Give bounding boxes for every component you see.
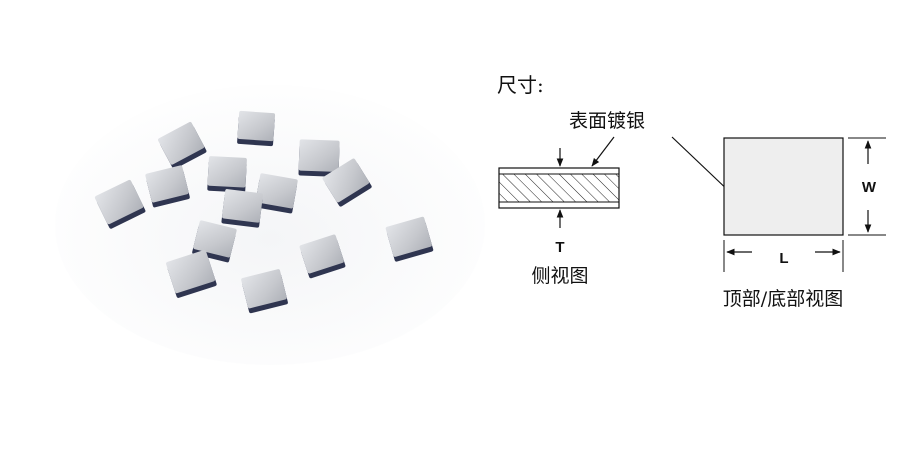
- photo-background: [55, 85, 485, 365]
- chip-photo: [55, 85, 485, 365]
- plating-arrow-side: [591, 136, 615, 167]
- chip: [299, 234, 346, 279]
- thickness-label: T: [555, 239, 564, 256]
- chip-group: [94, 110, 434, 314]
- chip: [166, 250, 217, 298]
- chip-top: [158, 122, 205, 165]
- plating-arrow-top: [671, 136, 734, 196]
- chip-top: [145, 165, 189, 203]
- chip-top: [207, 156, 247, 188]
- chip-top: [193, 220, 237, 258]
- top-view-square: [723, 137, 844, 236]
- chip-top: [299, 234, 344, 274]
- chip: [385, 216, 434, 262]
- side-view-caption: 侧视图: [531, 265, 588, 287]
- chip: [207, 156, 247, 193]
- chip-top: [322, 158, 369, 203]
- chip-top: [94, 179, 144, 225]
- top-view: W L 顶部/底部视图: [723, 137, 886, 310]
- chip: [254, 173, 298, 214]
- side-view: T 侧视图: [498, 148, 620, 287]
- chip: [241, 269, 288, 314]
- plating-label: 表面镀银: [569, 110, 645, 132]
- chip-top: [255, 173, 298, 209]
- top-view-caption: 顶部/底部视图: [723, 288, 843, 310]
- chip-top: [298, 139, 340, 172]
- chip: [221, 189, 263, 228]
- chip-top: [166, 250, 216, 294]
- chip-top: [222, 189, 263, 223]
- chip: [158, 122, 207, 170]
- chip: [145, 165, 190, 208]
- dimensions-title: 尺寸:: [497, 73, 544, 97]
- length-label: L: [779, 250, 788, 267]
- chip-top: [241, 269, 287, 309]
- side-view-hatch: [498, 173, 620, 203]
- width-label: W: [862, 179, 877, 196]
- chip-top: [385, 216, 432, 257]
- chip: [298, 139, 340, 177]
- chip: [322, 158, 372, 207]
- chip: [94, 179, 146, 229]
- chip: [237, 110, 276, 147]
- chip-top: [237, 110, 276, 142]
